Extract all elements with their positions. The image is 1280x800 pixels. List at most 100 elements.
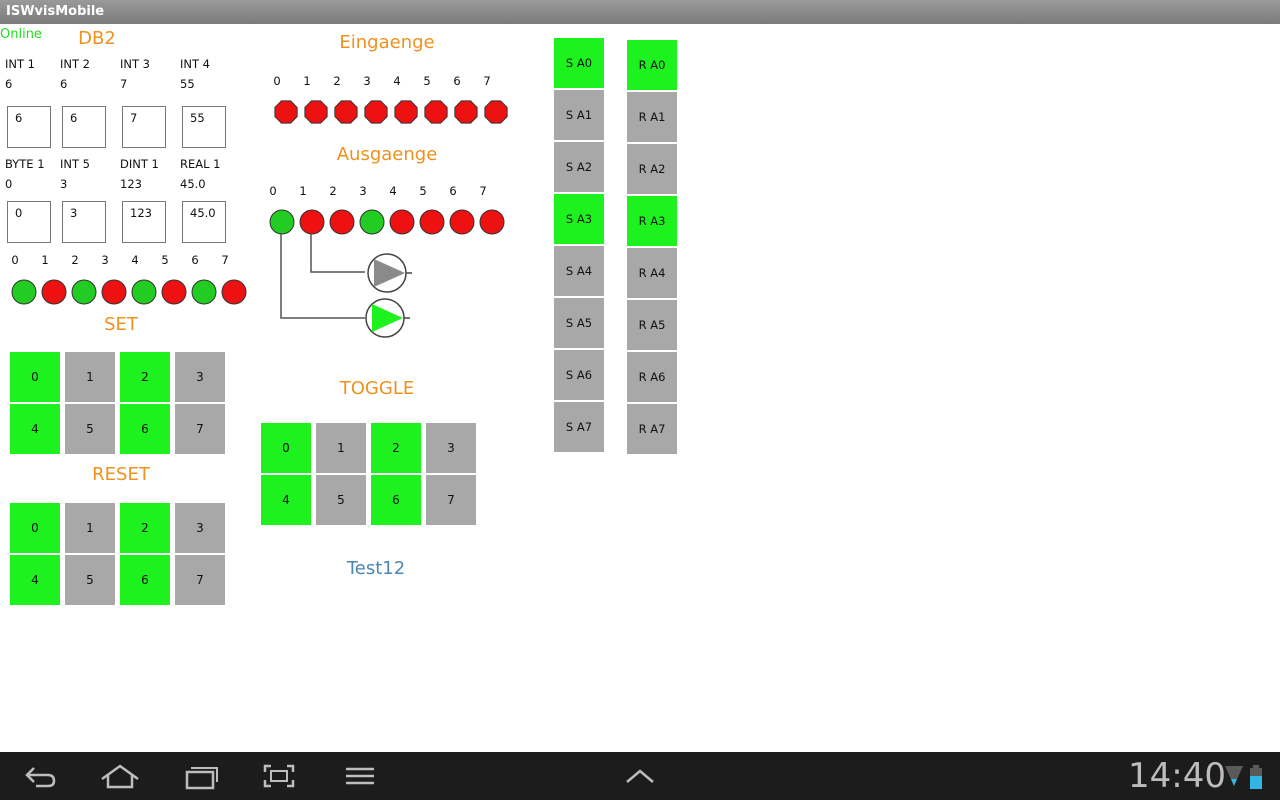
bit-label: 5	[161, 253, 169, 267]
back-icon	[25, 767, 56, 788]
bit-label: 6	[449, 184, 457, 198]
sa-3-button[interactable]: S A3	[554, 194, 604, 244]
pump-line-1	[280, 234, 365, 319]
ra-0-button[interactable]: R A0	[627, 40, 677, 90]
menu-icon	[346, 767, 374, 785]
reset-bit-5-button[interactable]: 5	[65, 555, 115, 605]
db2-label: BYTE 1	[5, 157, 45, 171]
int4-input[interactable]: 55	[182, 106, 226, 148]
led-off	[449, 209, 475, 235]
reset-bit-0-button[interactable]: 0	[10, 503, 60, 553]
int2-input[interactable]: 6	[62, 106, 106, 148]
led-off	[221, 279, 247, 305]
pump-1-icon	[374, 259, 405, 287]
int3-input[interactable]: 7	[122, 106, 166, 148]
led-on	[11, 279, 37, 305]
sa-0-button[interactable]: S A0	[554, 38, 604, 88]
db2-value: 123	[120, 177, 142, 191]
reset-bit-7-button[interactable]: 7	[175, 555, 225, 605]
db2-value: 0	[5, 177, 13, 191]
toggle-bit-3-button[interactable]: 3	[426, 423, 476, 473]
reset-bit-1-button[interactable]: 1	[65, 503, 115, 553]
set-bit-1-button[interactable]: 1	[65, 352, 115, 402]
bit-label: 5	[419, 184, 427, 198]
db2-label: REAL 1	[180, 157, 221, 171]
set-bit-2-button[interactable]: 2	[120, 352, 170, 402]
db2-value: 6	[5, 77, 13, 91]
int1-input[interactable]: 6	[7, 106, 51, 148]
recent-apps-button[interactable]	[181, 760, 221, 792]
led-on	[269, 209, 295, 235]
ra-4-button[interactable]: R A4	[627, 248, 677, 298]
int5-input[interactable]: 3	[62, 201, 106, 243]
led-on	[71, 279, 97, 305]
home-button[interactable]	[100, 760, 140, 792]
led-off	[101, 279, 127, 305]
led-off	[364, 100, 388, 124]
sa-6-button[interactable]: S A6	[554, 350, 604, 400]
pump-diagram	[280, 234, 412, 338]
sa-4-button[interactable]: S A4	[554, 246, 604, 296]
set-bit-4-button[interactable]: 4	[10, 404, 60, 454]
app-title: ISWvisMobile	[6, 4, 105, 19]
bit-label: 3	[101, 253, 109, 267]
set-bit-5-button[interactable]: 5	[65, 404, 115, 454]
battery-icon	[1250, 765, 1262, 789]
toggle-heading: TOGGLE	[339, 378, 415, 399]
toggle-bit-2-button[interactable]: 2	[371, 423, 421, 473]
set-bit-6-button[interactable]: 6	[120, 404, 170, 454]
toggle-bit-4-button[interactable]: 4	[261, 475, 311, 525]
db2-label: INT 1	[5, 57, 35, 71]
byte1-input[interactable]: 0	[7, 201, 51, 243]
set-bit-7-button[interactable]: 7	[175, 404, 225, 454]
bit-label: 0	[269, 184, 277, 198]
reset-bit-2-button[interactable]: 2	[120, 503, 170, 553]
db2-bit-leds	[11, 279, 247, 305]
real1-input[interactable]: 45.0	[182, 201, 226, 243]
toggle-bit-1-button[interactable]: 1	[316, 423, 366, 473]
led-off	[454, 100, 478, 124]
ra-2-button[interactable]: R A2	[627, 144, 677, 194]
title-bar	[0, 0, 1280, 24]
sa-1-button[interactable]: S A1	[554, 90, 604, 140]
screenshot-button[interactable]	[259, 760, 299, 792]
set-bit-0-button[interactable]: 0	[10, 352, 60, 402]
menu-button[interactable]	[340, 760, 380, 792]
ra-7-button[interactable]: R A7	[627, 404, 677, 454]
ra-5-button[interactable]: R A5	[627, 300, 677, 350]
bit-label: 0	[11, 253, 19, 267]
led-off	[304, 100, 328, 124]
db2-value: 45.0	[180, 177, 206, 191]
reset-bit-4-button[interactable]: 4	[10, 555, 60, 605]
sa-2-button[interactable]: S A2	[554, 142, 604, 192]
ra-6-button[interactable]: R A6	[627, 352, 677, 402]
ra-3-button[interactable]: R A3	[627, 196, 677, 246]
db2-value: 7	[120, 77, 128, 91]
expand-button[interactable]	[620, 760, 660, 792]
led-off	[479, 209, 505, 235]
bit-label: 4	[389, 184, 397, 198]
toggle-bit-6-button[interactable]: 6	[371, 475, 421, 525]
screenshot-icon	[263, 764, 295, 788]
toggle-bit-5-button[interactable]: 5	[316, 475, 366, 525]
set-bit-3-button[interactable]: 3	[175, 352, 225, 402]
reset-bit-6-button[interactable]: 6	[120, 555, 170, 605]
led-on	[191, 279, 217, 305]
db2-label: INT 3	[120, 57, 150, 71]
dint1-input[interactable]: 123	[122, 201, 166, 243]
reset-bit-3-button[interactable]: 3	[175, 503, 225, 553]
bit-label: 1	[303, 74, 311, 88]
reset-heading: RESET	[92, 464, 150, 485]
bit-label: 1	[299, 184, 307, 198]
back-button[interactable]	[20, 760, 60, 792]
bit-label: 2	[71, 253, 79, 267]
toggle-bit-7-button[interactable]: 7	[426, 475, 476, 525]
sa-5-button[interactable]: S A5	[554, 298, 604, 348]
db2-heading: DB2	[78, 28, 116, 49]
ra-1-button[interactable]: R A1	[627, 92, 677, 142]
db2-label: INT 4	[180, 57, 210, 71]
db2-label: DINT 1	[120, 157, 159, 171]
toggle-bit-0-button[interactable]: 0	[261, 423, 311, 473]
bit-label: 6	[191, 253, 199, 267]
sa-7-button[interactable]: S A7	[554, 402, 604, 452]
